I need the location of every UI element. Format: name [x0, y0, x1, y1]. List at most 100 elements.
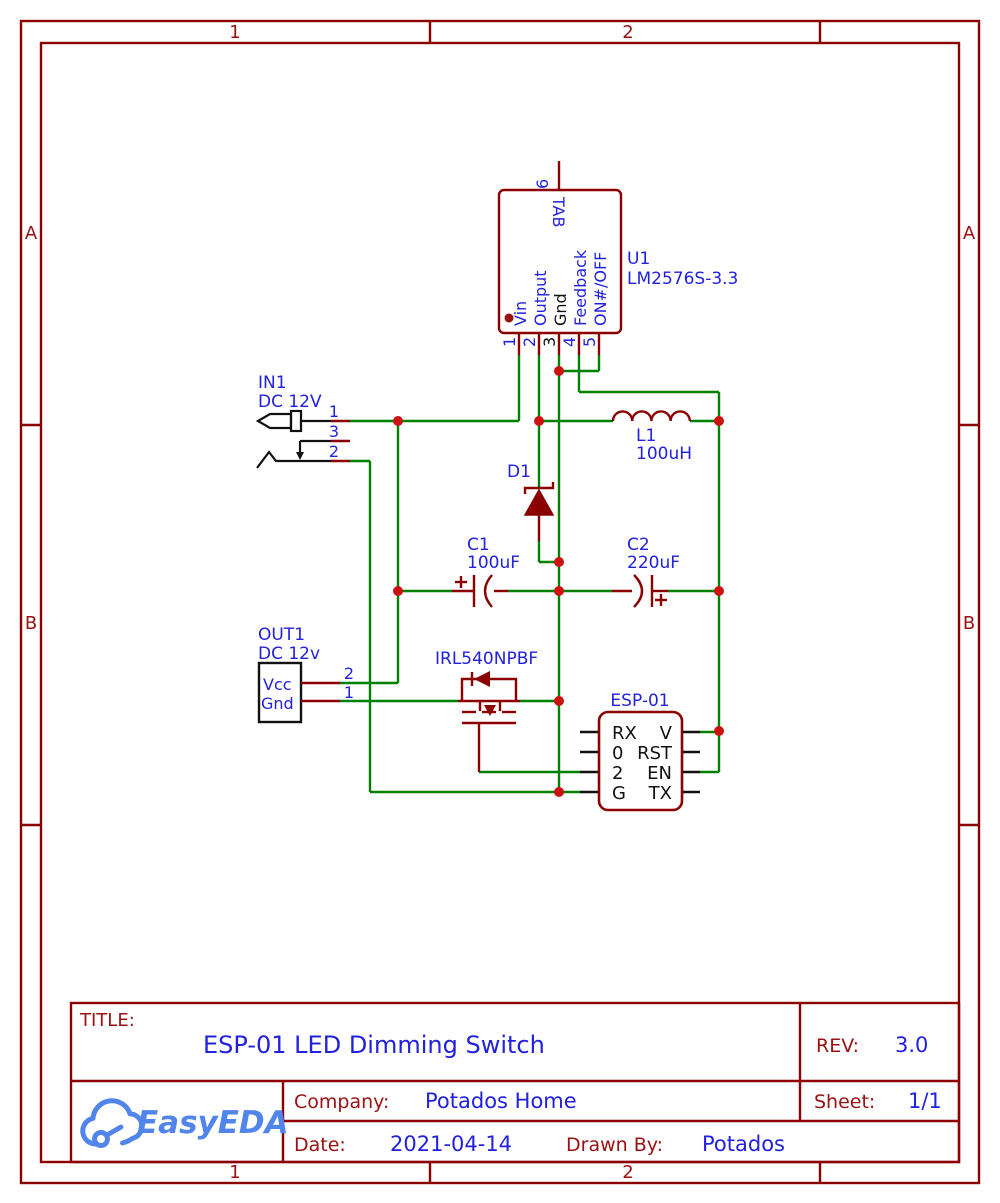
- junction-dot: [534, 416, 544, 426]
- out1-pin-num-2: 2: [344, 664, 354, 683]
- esp-pin-name-rx: RX: [612, 723, 637, 744]
- q1-value: IRL540NPBF: [435, 649, 538, 669]
- u1-pins: [517, 161, 601, 355]
- esp-pin-name-tx: TX: [648, 783, 672, 804]
- out1-pin-name-vcc: Vcc: [263, 675, 292, 694]
- in1-symbol: [255, 409, 331, 469]
- company-value: Potados Home: [425, 1089, 577, 1113]
- component-esp01: ESP-01 RX 0 2 G V RST EN TX: [580, 691, 700, 812]
- esp-pin-name-v: V: [660, 723, 673, 744]
- outer-border: [19, 19, 981, 1185]
- u1-pin-name-feedback: Feedback: [571, 249, 590, 326]
- date-label: Date:: [294, 1134, 346, 1156]
- junction-dot: [554, 696, 564, 706]
- esp-pin-name-2: 2: [612, 763, 623, 784]
- d1-refdes: D1: [507, 462, 531, 482]
- d1-triangle: [523, 488, 555, 516]
- out1-pin-name-gnd: Gnd: [261, 694, 294, 713]
- component-l1: L1 100uH: [611, 410, 692, 464]
- title-label: TITLE:: [79, 1010, 135, 1031]
- u1-pin-name-vin: Vin: [511, 301, 530, 326]
- component-d1: D1: [507, 462, 555, 541]
- u1-pin-num-1: 1: [500, 337, 519, 347]
- zone-row-a-right: A: [963, 223, 976, 244]
- esp-pin-name-0: 0: [612, 743, 623, 764]
- sheet-value: 1/1: [908, 1089, 942, 1113]
- out1-pin-num-1: 1: [344, 683, 354, 702]
- zone-labels: 1 2 1 2 A B A B: [25, 22, 976, 1183]
- c1-refdes: C1: [467, 535, 490, 555]
- drawn-by-label: Drawn By:: [566, 1134, 663, 1156]
- in1-plug-bar: [289, 409, 303, 433]
- u1-pin-num-3: 3: [540, 337, 559, 347]
- u1-pin1-marker: [504, 313, 514, 323]
- esp-pin-name-en: EN: [647, 763, 672, 784]
- in1-plug-tip: [255, 412, 293, 430]
- wires: [340, 355, 721, 794]
- u1-refdes: U1: [627, 249, 650, 269]
- u1-value: LM2576S-3.3: [627, 269, 738, 289]
- zone-col-1-bottom: 1: [229, 1162, 240, 1183]
- title-block-text: TITLE: ESP-01 LED Dimming Switch REV: 3.…: [79, 1010, 942, 1156]
- u1-pin-name-output: Output: [531, 270, 550, 326]
- component-in1: IN1 DC 12V 1 3 2: [255, 373, 350, 469]
- in1-pin-num-2: 2: [329, 442, 339, 461]
- cloud-outline: [80, 1098, 145, 1147]
- l1-refdes: L1: [636, 426, 656, 446]
- c1-symbol: [452, 574, 508, 608]
- rev-value: 3.0: [895, 1033, 928, 1057]
- u1-pin-num-6: 6: [533, 179, 552, 189]
- component-c1: C1 100uF: [452, 535, 520, 608]
- component-u1: Vin Output Gnd Feedback ON#/OFF TAB 1 2 …: [497, 161, 738, 355]
- esp-body: [597, 710, 684, 812]
- in1-pin-stubs: [331, 419, 350, 463]
- c1-value: 100uF: [467, 553, 520, 573]
- component-c2: C2 220uF: [612, 535, 680, 608]
- zone-col-2-bottom: 2: [622, 1162, 633, 1183]
- u1-pin-num-5: 5: [580, 337, 599, 347]
- junction-dot: [393, 416, 403, 426]
- easyeda-logo: EasyEDA: [80, 1098, 289, 1148]
- l1-value: 100uH: [636, 444, 692, 464]
- l1-coil: [611, 410, 691, 422]
- esp-pin-name-g: G: [612, 783, 626, 804]
- zone-row-b-right: B: [963, 613, 975, 634]
- in1-refdes: IN1: [258, 373, 287, 393]
- c1-plate-neg: [483, 574, 493, 608]
- out1-refdes: OUT1: [258, 625, 305, 645]
- zone-row-b-left: B: [25, 613, 37, 634]
- rev-label: REV:: [816, 1035, 859, 1057]
- u1-pin-num-4: 4: [560, 337, 579, 347]
- easyeda-logo-text: EasyEDA: [137, 1105, 289, 1141]
- drawn-by-value: Potados: [702, 1132, 785, 1156]
- junction-dot: [554, 366, 564, 376]
- title-block-border: [69, 1001, 961, 1164]
- out1-body: [257, 661, 303, 724]
- junction-dot: [554, 586, 564, 596]
- component-out1: OUT1 DC 12v Vcc Gnd 2 1: [257, 625, 354, 724]
- junction-dots: [393, 366, 724, 797]
- cloud-circle: [92, 1130, 110, 1148]
- out1-pin-stubs: [301, 681, 340, 703]
- c2-refdes: C2: [627, 535, 650, 555]
- c2-value: 220uF: [627, 553, 680, 573]
- date-value: 2021-04-14: [390, 1132, 512, 1156]
- sheet-label: Sheet:: [814, 1091, 875, 1113]
- junction-dot: [714, 586, 724, 596]
- cloud-stick: [104, 1124, 124, 1138]
- in1-value: DC 12V: [258, 392, 322, 412]
- in1-switch-arrow: [296, 452, 304, 460]
- q1-body-diode-triangle: [474, 671, 490, 687]
- company-label: Company:: [294, 1091, 389, 1113]
- title-block-grid: [69, 1001, 961, 1164]
- junction-dot: [714, 416, 724, 426]
- d1-cathode-bar: [523, 482, 555, 494]
- u1-pin-name-onoff: ON#/OFF: [591, 252, 610, 326]
- q1-substrate-arrow: [484, 705, 496, 716]
- zone-row-a-left: A: [25, 223, 38, 244]
- c2-plate-neg: [633, 574, 644, 608]
- u1-pin-num-2: 2: [520, 337, 539, 347]
- in1-pin-num-3: 3: [329, 422, 339, 441]
